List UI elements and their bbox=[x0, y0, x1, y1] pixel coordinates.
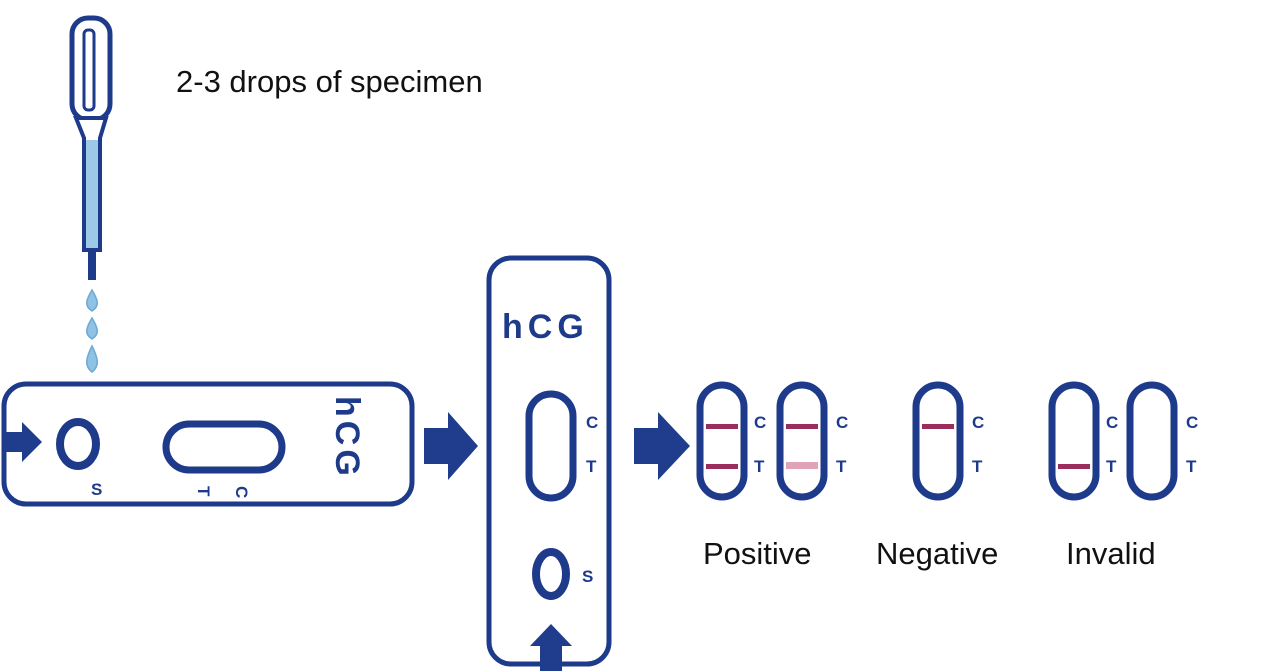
step-arrow-icon bbox=[634, 412, 690, 480]
result-window bbox=[162, 420, 286, 474]
inlet-arrow-icon bbox=[4, 422, 42, 462]
result-label-negative: Negative bbox=[876, 536, 999, 571]
instruction-text: 2-3 drops of specimen bbox=[176, 64, 483, 99]
control-marker: C bbox=[586, 413, 598, 432]
strip-brand: hCG bbox=[502, 308, 589, 346]
sample-well bbox=[532, 548, 570, 600]
result-invalid-test-only: C T bbox=[1048, 381, 1118, 501]
test-marker: T bbox=[194, 486, 213, 497]
control-line bbox=[786, 424, 818, 429]
control-line bbox=[922, 424, 954, 429]
control-marker: C bbox=[836, 413, 848, 432]
result-negative: C T bbox=[912, 381, 984, 501]
control-marker: C bbox=[1186, 413, 1198, 432]
dropper-icon bbox=[69, 15, 113, 280]
horizontal-test-cassette: S C T hCG bbox=[1, 381, 415, 507]
vertical-test-cassette: hCG C T S bbox=[486, 255, 612, 671]
sample-marker: S bbox=[91, 480, 102, 499]
drop-icon bbox=[86, 316, 98, 340]
test-marker: T bbox=[1186, 457, 1197, 476]
sample-well bbox=[56, 418, 100, 470]
step-arrow-icon bbox=[424, 412, 478, 480]
test-line-faint bbox=[786, 462, 818, 469]
result-window bbox=[525, 390, 577, 502]
result-positive-weak: C T bbox=[776, 381, 848, 501]
result-invalid-none: C T bbox=[1126, 381, 1198, 501]
sample-marker: S bbox=[582, 567, 593, 586]
drop-icon bbox=[86, 288, 98, 312]
result-label-positive: Positive bbox=[703, 536, 812, 571]
control-marker: C bbox=[232, 486, 251, 498]
control-marker: C bbox=[754, 413, 766, 432]
inlet-arrow-icon bbox=[530, 624, 572, 671]
test-marker: T bbox=[836, 457, 847, 476]
result-positive-strong: C T bbox=[696, 381, 766, 501]
result-label-invalid: Invalid bbox=[1066, 536, 1156, 571]
test-marker: T bbox=[754, 457, 765, 476]
drop-icon bbox=[86, 344, 98, 373]
test-line bbox=[1058, 464, 1090, 469]
control-marker: C bbox=[1106, 413, 1118, 432]
test-marker: T bbox=[972, 457, 983, 476]
strip-brand: hCG bbox=[328, 396, 366, 480]
control-marker: C bbox=[972, 413, 984, 432]
test-line bbox=[706, 464, 738, 469]
control-line bbox=[706, 424, 738, 429]
test-marker: T bbox=[1106, 457, 1117, 476]
test-marker: T bbox=[586, 457, 597, 476]
